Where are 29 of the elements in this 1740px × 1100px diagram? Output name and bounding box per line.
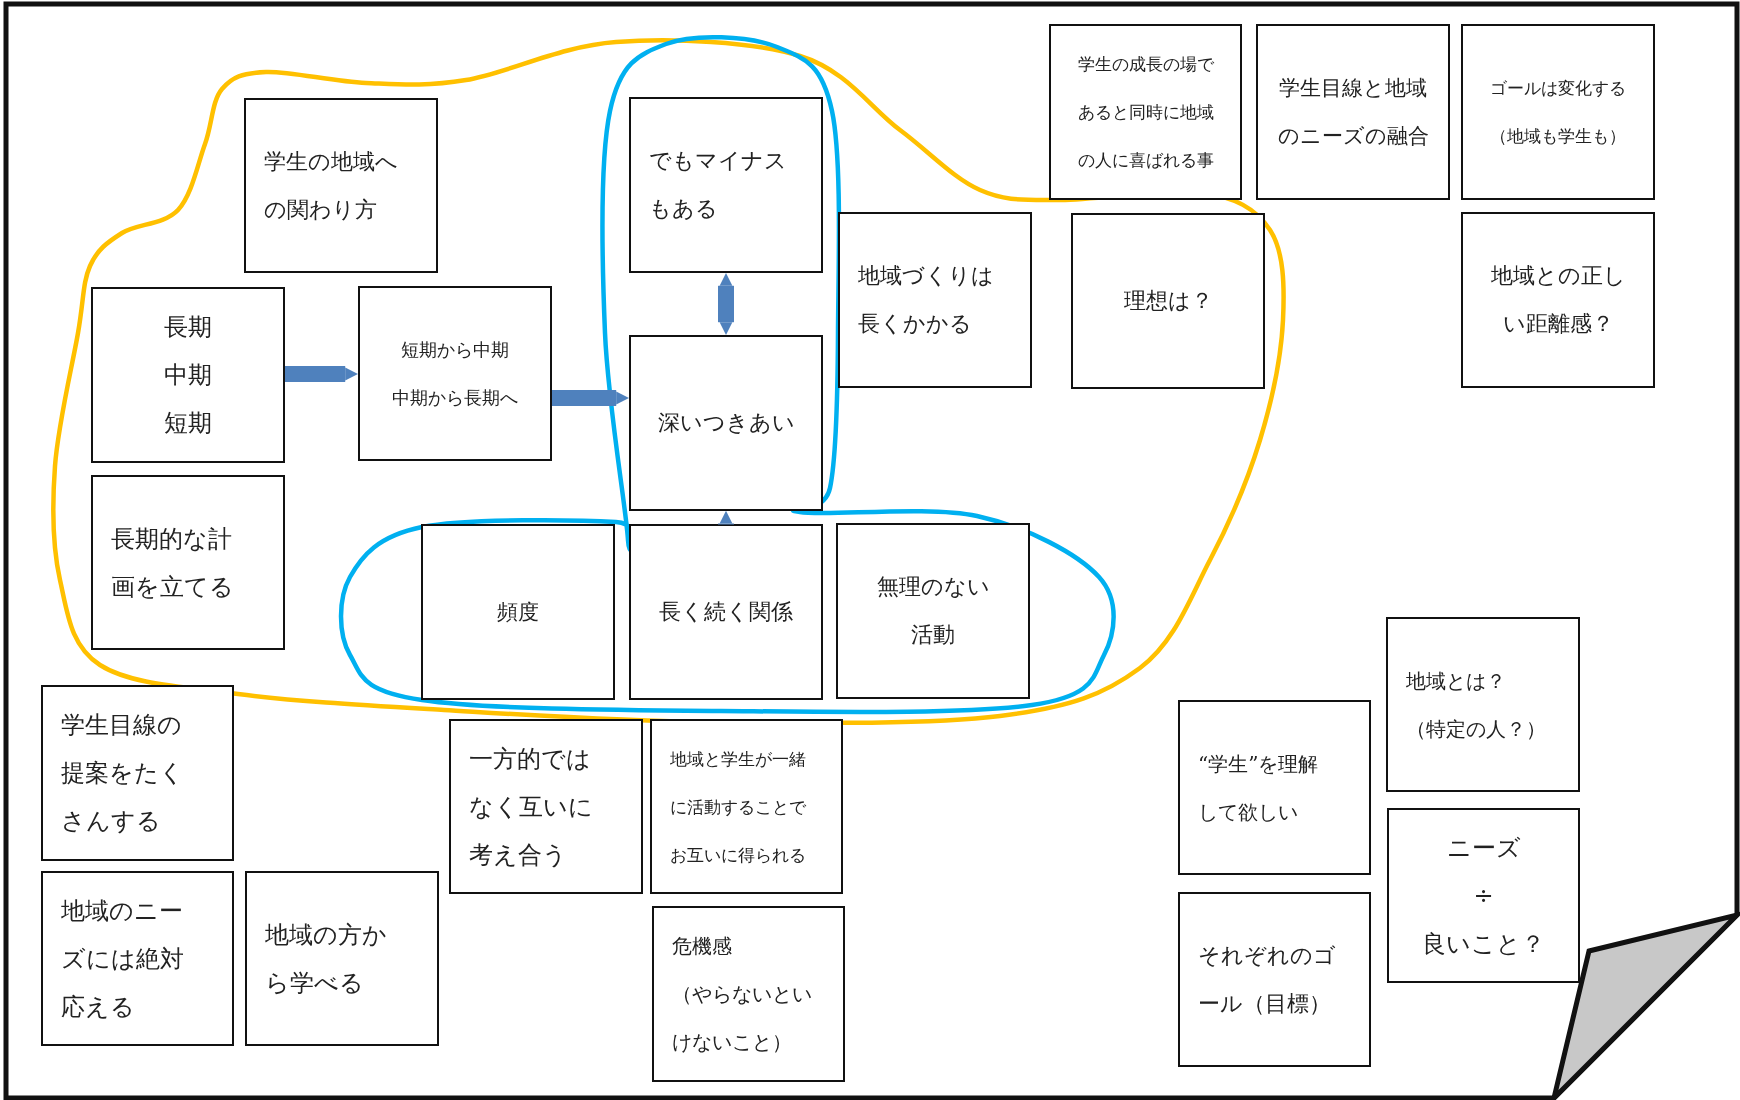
note-box: 頻度 xyxy=(421,524,615,700)
note-box: “学生”を理解して欲しい xyxy=(1178,700,1371,875)
note-box: 長く続く関係 xyxy=(629,524,823,700)
block-arrow xyxy=(718,273,734,335)
note-box: 危機感（やらないといけないこと） xyxy=(652,906,845,1082)
note-box: 学生目線と地域のニーズの融合 xyxy=(1256,24,1450,200)
note-box: 短期から中期中期から長期へ xyxy=(358,286,552,461)
note-box: それぞれのゴール（目標） xyxy=(1178,892,1371,1067)
note-box: 一方的ではなく互いに考え合う xyxy=(449,719,643,894)
note-box: 無理のない活動 xyxy=(836,523,1030,699)
block-arrow xyxy=(718,510,734,525)
block-arrow xyxy=(552,390,629,406)
note-box: 長期的な計画を立てる xyxy=(91,475,285,650)
note-box: ゴールは変化する（地域も学生も） xyxy=(1461,24,1655,200)
note-box: でもマイナスもある xyxy=(629,97,823,273)
note-box: 地域のニーズには絶対応える xyxy=(41,871,234,1046)
note-box: 学生の成長の場であると同時に地域の人に喜ばれる事 xyxy=(1049,24,1242,200)
note-box: 長期中期短期 xyxy=(91,287,285,463)
note-box: ニーズ÷良いこと？ xyxy=(1387,808,1580,983)
note-box: 学生の地域への関わり方 xyxy=(244,98,438,273)
note-box: 地域との正しい距離感？ xyxy=(1461,212,1655,388)
note-box: 地域と学生が一緒に活動することでお互いに得られる xyxy=(650,719,843,894)
note-box: 学生目線の提案をたくさんする xyxy=(41,685,234,861)
note-box: 深いつきあい xyxy=(629,335,823,511)
block-arrow xyxy=(285,366,358,382)
note-box: 地域とは？（特定の人？） xyxy=(1386,617,1580,792)
note-box: 地域の方から学べる xyxy=(245,871,439,1046)
note-box: 理想は？ xyxy=(1071,213,1265,389)
note-box: 地域づくりは長くかかる xyxy=(838,212,1032,388)
